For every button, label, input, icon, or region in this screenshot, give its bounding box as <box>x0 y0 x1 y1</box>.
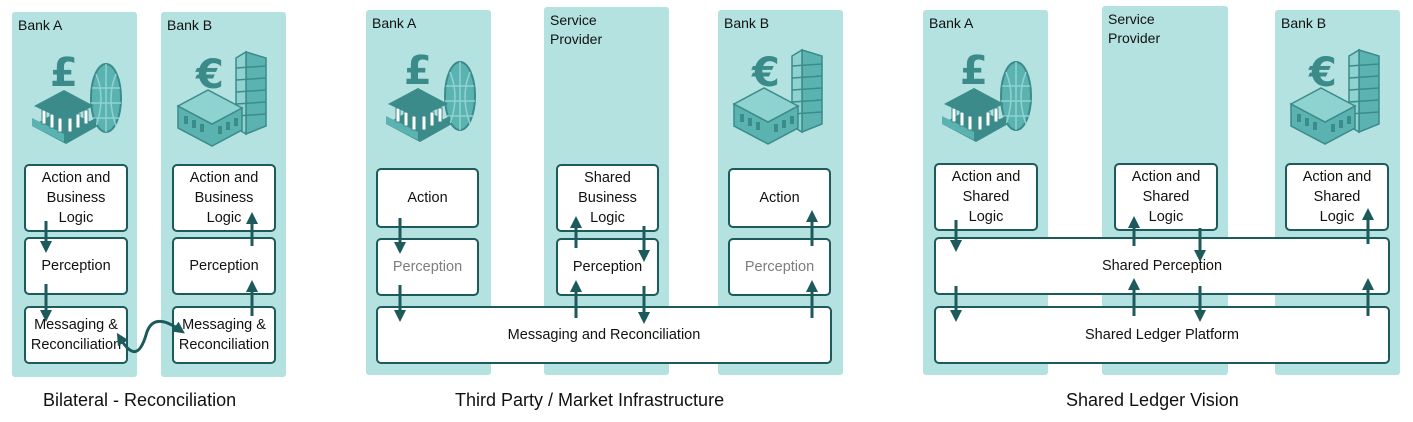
svg-text:£: £ <box>50 50 78 96</box>
bank-euro-gherkin-icon: £ <box>32 50 122 144</box>
column-label: Service Provider <box>550 12 603 47</box>
svg-text:£: £ <box>960 48 988 94</box>
panel-caption: Bilateral - Reconciliation <box>43 390 237 410</box>
action-business-logic-box: Action and Business Logic <box>172 164 276 232</box>
bank-euro-tower-icon: € <box>732 48 823 145</box>
perception-box: Perception <box>172 237 276 295</box>
bank-euro-tower-icon: € <box>1289 48 1380 145</box>
column-label: Bank B <box>167 17 213 33</box>
column-label: Bank B <box>724 15 770 31</box>
perception-box: Perception <box>376 238 479 296</box>
column-label: Bank B <box>1281 15 1327 31</box>
messaging-reconciliation-box: Messaging & Reconciliation <box>172 306 276 364</box>
arrow-connector <box>116 319 185 353</box>
messaging-reconciliation-box: Messaging and Reconciliation <box>376 306 832 364</box>
shared-ledger-platform-box: Shared Ledger Platform <box>934 306 1390 364</box>
perception-box: Perception <box>556 238 659 296</box>
column-label: Bank A <box>18 17 63 33</box>
column-label: Service Provider <box>1108 11 1161 46</box>
action-business-logic-box: Action and Business Logic <box>24 164 128 232</box>
column-label: Bank A <box>929 15 974 31</box>
svg-text:€: € <box>195 52 224 98</box>
bank-euro-gherkin-icon: £ <box>942 48 1032 142</box>
action-shared-logic-box: Action and Shared Logic <box>934 163 1038 231</box>
svg-text:£: £ <box>404 48 432 94</box>
svg-text:€: € <box>751 50 780 96</box>
bank-euro-gherkin-icon: £ <box>386 48 476 142</box>
shared-perception-box: Shared Perception <box>934 237 1390 295</box>
bank-euro-tower-icon: € <box>176 50 267 147</box>
shared-business-logic-box: Shared Business Logic <box>556 164 659 232</box>
action-box: Action <box>376 168 479 228</box>
panel-caption: Shared Ledger Vision <box>1066 390 1239 410</box>
svg-text:€: € <box>1308 50 1337 96</box>
column-label: Bank A <box>372 15 417 31</box>
panel-caption: Third Party / Market Infrastructure <box>455 390 725 410</box>
